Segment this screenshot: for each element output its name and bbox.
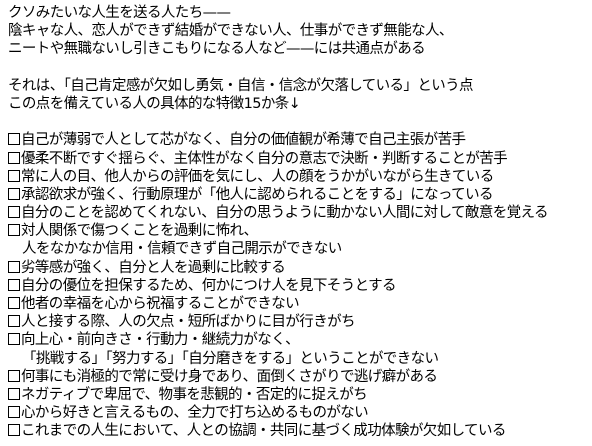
- checkbox-icon: [8, 133, 20, 146]
- blank-line: [8, 59, 588, 77]
- checkbox-icon: [8, 224, 20, 237]
- thesis-paragraph: それは、「自己肯定感が欠如し勇気・自信・信念が欠落している」という点 この点を備…: [8, 77, 588, 113]
- checklist-item-text: 心から好きと言えるもの、全力で打ち込めるものがない: [21, 405, 369, 422]
- checklist-item-continuation: 「挑戦する」「努力する」「自分磨きをする」ということができない: [22, 350, 439, 367]
- checklist-item: 対人関係で傷つくことを過剰に怖れ、: [8, 222, 588, 240]
- checklist: 自己が薄弱で人として芯がなく、自分の価値観が希薄で自己主張が苦手 優柔不断ですぐ…: [8, 131, 588, 440]
- checklist-item: 何事にも消極的で常に受け身であり、面倒くさがりで逃げ癖がある: [8, 368, 588, 386]
- checklist-item-text: 自己が薄弱で人として芯がなく、自分の価値観が希薄で自己主張が苦手: [21, 132, 466, 149]
- checklist-item-text: 人と接する際、人の欠点・短所ばかりに目が行きがち: [21, 314, 355, 331]
- checkbox-icon: [8, 333, 20, 346]
- checklist-item: 劣等感が強く、自分と人を過剰に比較する: [8, 259, 588, 277]
- checklist-item: 自分の優位を担保するため、何かにつけ人を見下そうとする: [8, 277, 588, 295]
- checklist-item-text: 承認欲求が強く、行動原理が「他人に認められることをする」になっている: [21, 186, 493, 203]
- thesis-line: それは、「自己肯定感が欠如し勇気・自信・信念が欠落している」という点: [8, 77, 474, 94]
- checkbox-icon: [8, 297, 20, 309]
- checklist-item: 自分のことを認めてくれない、自分の思うように動かない人間に対して敵意を覚える: [8, 204, 588, 222]
- checklist-item-text: これまでの人生において、人との協調・共同に基づく成功体験が欠如している: [21, 423, 506, 440]
- checklist-item-text: 優柔不断ですぐ揺らぐ、主体性がなく自分の意志で決断・判断することが苦手: [21, 150, 508, 167]
- intro-line: 陰キャな人、恋人ができず結婚ができない人、仕事ができず無能な人、: [8, 23, 453, 40]
- checkbox-icon: [8, 169, 20, 182]
- checklist-item-text: 対人関係で傷つくことを過剰に怖れ、: [21, 223, 258, 240]
- checklist-item: 自己が薄弱で人として芯がなく、自分の価値観が希薄で自己主張が苦手: [8, 131, 588, 149]
- checklist-item: 人と接する際、人の欠点・短所ばかりに目が行きがち: [8, 313, 588, 331]
- checklist-item-text: 何事にも消極的で常に受け身であり、面倒くさがりで逃げ癖がある: [21, 368, 438, 385]
- checklist-item: 優柔不断ですぐ揺らぐ、主体性がなく自分の意志で決断・判断することが苦手: [8, 150, 588, 168]
- checkbox-icon: [8, 187, 20, 200]
- checklist-item-text: 向上心・前向きさ・行動力・継続力がなく、: [21, 332, 300, 349]
- document-body: クソみたいな人生を送る人たち—— 陰キャな人、恋人ができず結婚ができない人、仕事…: [8, 4, 588, 441]
- checklist-item-text: 他者の幸福を心から祝福することができない: [21, 296, 300, 312]
- intro-paragraph: クソみたいな人生を送る人たち—— 陰キャな人、恋人ができず結婚ができない人、仕事…: [8, 4, 588, 59]
- blank-line: [8, 113, 588, 131]
- checkbox-icon: [8, 387, 20, 400]
- checkbox-icon: [8, 424, 20, 437]
- checkbox-icon: [8, 369, 20, 382]
- checklist-item: 他者の幸福を心から祝福することができない: [8, 295, 588, 313]
- checklist-item: これまでの人生において、人との協調・共同に基づく成功体験が欠如している: [8, 422, 588, 440]
- checklist-item: 心から好きと言えるもの、全力で打ち込めるものがない: [8, 404, 588, 422]
- checkbox-icon: [8, 206, 20, 219]
- checkbox-icon: [8, 278, 20, 291]
- intro-line: ニートや無職ないし引きこもりになる人など——には共通点がある: [8, 41, 426, 58]
- checkbox-icon: [8, 260, 20, 273]
- checkbox-icon: [8, 406, 20, 419]
- thesis-line: この点を備えている人の具体的な特徴15か条↓: [8, 95, 301, 112]
- checklist-item-text: 劣等感が強く、自分と人を過剰に比較する: [21, 259, 286, 276]
- checklist-item-continuation: 人をなかなか信用・信頼できず自己開示ができない: [22, 241, 342, 258]
- checkbox-icon: [8, 315, 20, 328]
- checklist-item: 承認欲求が強く、行動原理が「他人に認められることをする」になっている: [8, 186, 588, 204]
- intro-line: クソみたいな人生を送る人たち——: [8, 5, 231, 21]
- checklist-item: 常に人の目、他人からの評価を気にし、人の顔をうかがいながら生きている: [8, 168, 588, 186]
- checklist-item: ネガティブで卑屈で、物事を悲観的・否定的に捉えがち: [8, 386, 588, 404]
- checklist-item-text: ネガティブで卑屈で、物事を悲観的・否定的に捉えがち: [21, 386, 368, 403]
- checklist-item: 向上心・前向きさ・行動力・継続力がなく、: [8, 331, 588, 349]
- checklist-item-text: 自分のことを認めてくれない、自分の思うように動かない人間に対して敵意を覚える: [21, 205, 549, 222]
- checklist-item-text: 常に人の目、他人からの評価を気にし、人の顔をうかがいながら生きている: [21, 168, 494, 185]
- checklist-item-text: 自分の優位を担保するため、何かにつけ人を見下そうとする: [21, 277, 396, 294]
- checkbox-icon: [8, 151, 20, 164]
